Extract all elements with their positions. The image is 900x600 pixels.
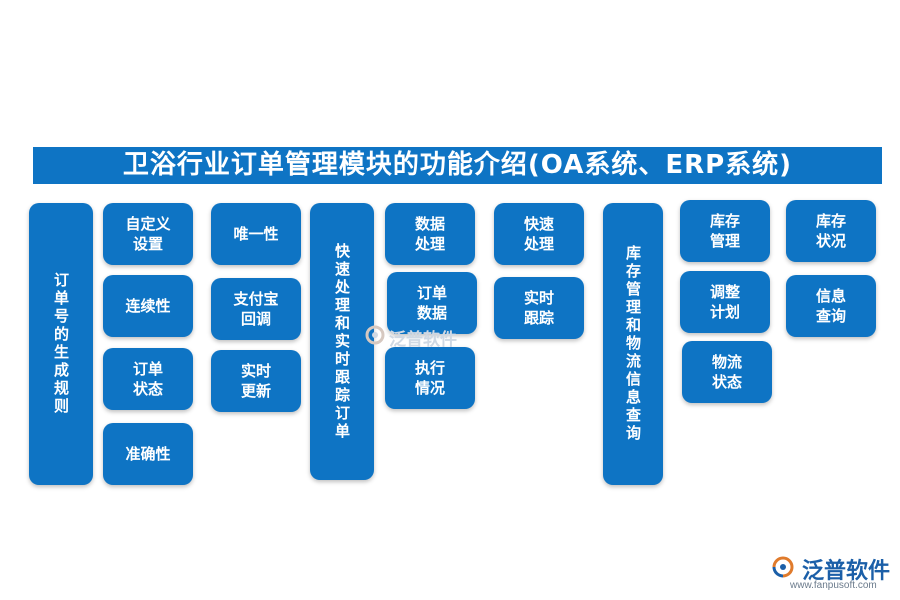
inventory-main-box: 库存管理和物流信息查询	[603, 203, 663, 485]
brand-name: 泛普软件	[802, 559, 891, 584]
watermark-logo-icon	[365, 325, 385, 350]
inventory-status-box: 库存 状况	[786, 200, 876, 262]
order-rules-main-box: 订单号的生成规则	[29, 203, 93, 485]
page-title: 卫浴行业订单管理模块的功能介绍(OA系统、ERP系统)	[33, 147, 882, 184]
realtime-tracking-box: 实时 跟踪	[494, 277, 584, 339]
inventory-management-box: 库存 管理	[680, 200, 770, 262]
data-processing-box: 数据 处理	[385, 203, 475, 265]
adjust-plan-box: 调整 计划	[680, 271, 770, 333]
alipay-callback-box: 支付宝 回调	[211, 278, 301, 340]
continuity-box: 连续性	[103, 275, 193, 337]
execution-status-box: 执行 情况	[385, 347, 475, 409]
custom-setting-box: 自定义 设置	[103, 203, 193, 265]
uniqueness-box: 唯一性	[211, 203, 301, 265]
accuracy-box: 准确性	[103, 423, 193, 485]
watermark-text: 泛普软件	[389, 330, 457, 350]
order-status-box: 订单 状态	[103, 348, 193, 410]
info-query-box: 信息 查询	[786, 275, 876, 337]
brand-url: www.fanpusoft.com	[790, 580, 877, 591]
fast-processing-main-box: 快速处理和实时跟踪订单	[310, 203, 374, 480]
brand-logo-icon	[770, 554, 796, 584]
brand-logo: 泛普软件	[770, 553, 890, 585]
realtime-update-box: 实时 更新	[211, 350, 301, 412]
quick-processing-box: 快速 处理	[494, 203, 584, 265]
order-data-box: 订单 数据	[387, 272, 477, 334]
logistics-status-box: 物流 状态	[682, 341, 772, 403]
center-watermark: 泛普软件	[365, 325, 457, 350]
